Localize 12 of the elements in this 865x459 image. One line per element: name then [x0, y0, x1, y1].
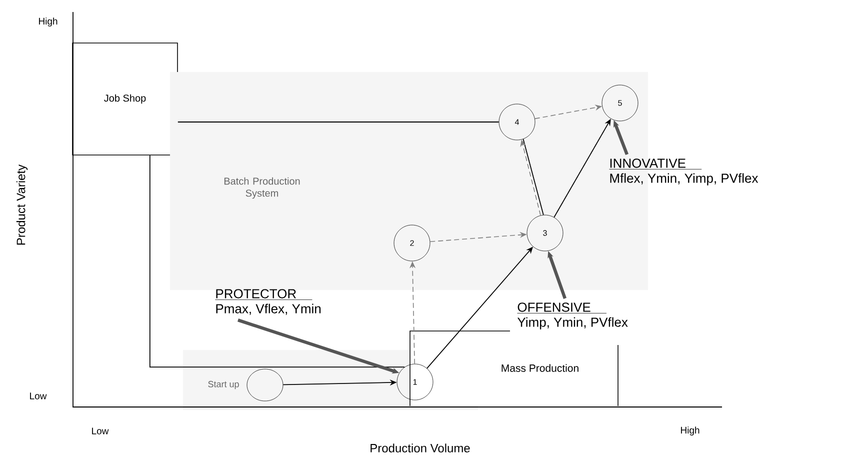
area-label: Mass Production	[502, 364, 578, 372]
axis-label: High	[681, 426, 700, 436]
strategy-callout: PROTECTOR Pmax, Vflex, Ymin	[215, 289, 321, 315]
axis-title: Production Volume	[370, 444, 470, 452]
circle-caption: Start up	[208, 380, 239, 390]
axis-label: Low	[30, 392, 47, 400]
strategy-callout: OFFENSIVE Yimp, Ymin, PVflex	[517, 302, 628, 330]
strategy-callout: INNOVATIVE Mflex, Ymin, Yimp, PVflex	[609, 158, 758, 186]
axis-label: Low	[92, 428, 109, 434]
axis-title: Product Variety	[16, 164, 28, 245]
connector-line	[149, 154, 406, 368]
axis-label: High	[39, 18, 58, 26]
